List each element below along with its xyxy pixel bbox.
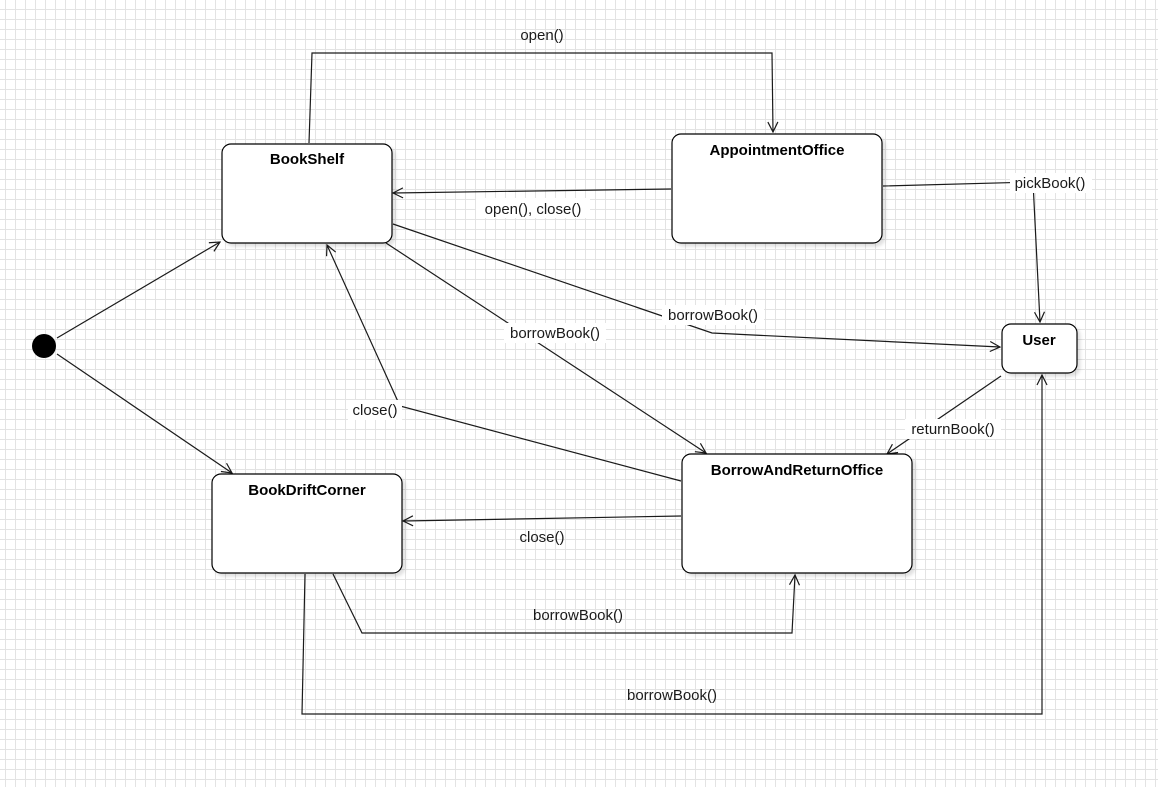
label-borrowbook-shelf-user: borrowBook()	[668, 307, 758, 324]
label-open: open()	[520, 27, 563, 44]
state-title-user: User	[1022, 332, 1056, 349]
label-borrowbook-drift-office: borrowBook()	[533, 607, 623, 624]
edge-bookdriftcorner-to-borrowandreturnoffice	[332, 574, 795, 634]
edge-start-to-bookdriftcorner	[56, 353, 232, 473]
edge-bookdriftcorner-to-user	[301, 375, 1042, 715]
transition-labels: open() open(), close() pickBook() borrow…	[348, 27, 1092, 704]
edge-appointmentoffice-to-bookshelf	[393, 189, 672, 193]
edge-borrowandreturnoffice-to-bookdriftcorner	[403, 516, 682, 521]
edge-borrowandreturnoffice-to-bookshelf	[327, 245, 682, 482]
state-borrowandreturnoffice: BorrowAndReturnOffice	[681, 453, 913, 574]
initial-state-node	[32, 334, 56, 358]
label-close-office-drift: close()	[519, 529, 564, 546]
edge-bookshelf-to-user	[392, 223, 1000, 347]
edge-bookshelf-to-borrowandreturnoffice	[385, 242, 706, 453]
state-user: User	[1001, 323, 1078, 374]
label-open-close: open(), close()	[485, 201, 582, 218]
state-appointmentoffice: AppointmentOffice	[671, 133, 883, 244]
label-borrowbook-drift-user: borrowBook()	[627, 687, 717, 704]
state-title-appointmentoffice: AppointmentOffice	[710, 142, 845, 159]
state-bookdriftcorner: BookDriftCorner	[211, 473, 403, 574]
edge-user-to-borrowandreturnoffice	[887, 375, 1002, 454]
state-title-bookdriftcorner: BookDriftCorner	[248, 482, 366, 499]
edge-appointmentoffice-to-user	[882, 181, 1040, 322]
state-bookshelf: BookShelf	[221, 143, 393, 244]
label-close-office-shelf: close()	[352, 402, 397, 419]
edge-bookshelf-to-appointmentoffice	[308, 52, 773, 144]
state-title-bookshelf: BookShelf	[270, 151, 345, 168]
label-pickbook: pickBook()	[1015, 175, 1086, 192]
label-borrowbook-shelf-office: borrowBook()	[510, 325, 600, 342]
label-returnbook: returnBook()	[911, 421, 994, 438]
edge-start-to-bookshelf	[56, 242, 220, 339]
state-title-borrowandreturnoffice: BorrowAndReturnOffice	[711, 462, 884, 479]
